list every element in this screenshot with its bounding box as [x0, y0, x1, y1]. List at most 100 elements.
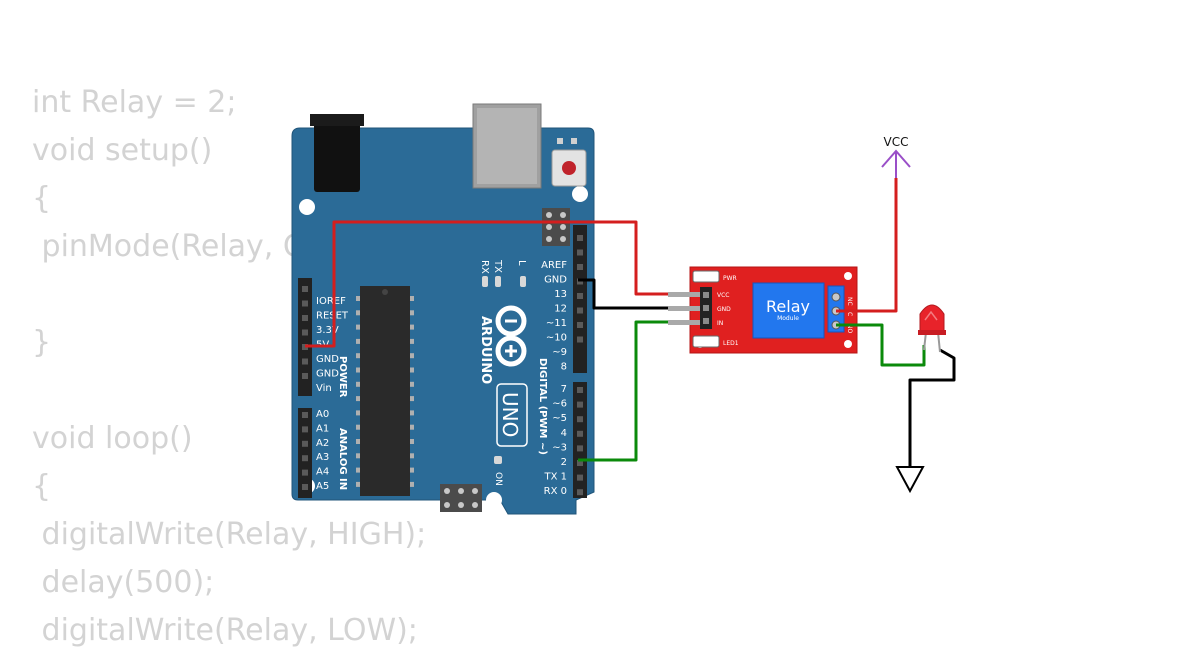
- power-header-title: POWER: [337, 356, 348, 398]
- header-pin[interactable]: [577, 235, 583, 241]
- header-pin[interactable]: [302, 373, 308, 379]
- pin-label: A0: [316, 409, 329, 420]
- header-pin[interactable]: [577, 307, 583, 314]
- pin-label: A2: [316, 438, 329, 449]
- header-pin[interactable]: [577, 264, 583, 270]
- dc-power-jack: [314, 114, 360, 192]
- header-pin[interactable]: [302, 315, 308, 321]
- rx-led: [482, 276, 488, 287]
- header-pin[interactable]: [577, 474, 583, 481]
- pin-label: GND: [544, 275, 567, 286]
- mounting-hole: [486, 492, 502, 508]
- l-led: [520, 276, 526, 287]
- header-pin[interactable]: [302, 286, 308, 292]
- pin-label: GND: [316, 369, 339, 380]
- dc-jack-rim: [310, 114, 364, 126]
- header-pin[interactable]: [577, 416, 583, 423]
- wire-d2-to-in[interactable]: [578, 320, 668, 462]
- pin-label: ~9: [552, 347, 567, 358]
- relay-title: Relay: [766, 297, 810, 316]
- wire-no-to-led[interactable]: [836, 323, 926, 367]
- header-pin[interactable]: [302, 300, 308, 307]
- wire-led-to-ground[interactable]: [908, 348, 956, 466]
- relay-module[interactable]: PWR LED1 VCC GND IN Relay Module NC C NO: [668, 266, 858, 354]
- header-pin[interactable]: [577, 430, 583, 437]
- header-pin[interactable]: [577, 401, 583, 408]
- rx-led-label: RX: [479, 260, 490, 274]
- atmega-chip: [360, 286, 410, 496]
- brand-label: ARDUINO: [478, 316, 493, 384]
- header-pin[interactable]: [577, 445, 583, 452]
- usb-connector-face: [477, 108, 537, 184]
- pwr-led: [692, 270, 720, 283]
- on-led-label: ON: [493, 472, 503, 486]
- in-pin[interactable]: [668, 320, 700, 325]
- in-pin-label: IN: [717, 320, 723, 327]
- pin-label: ~6: [552, 399, 567, 410]
- header-pin[interactable]: [302, 412, 308, 418]
- code-line: void loop(): [32, 421, 193, 456]
- mounting-hole: [572, 186, 588, 202]
- header-pin[interactable]: [577, 336, 583, 343]
- wire-5v-to-vcc[interactable]: [305, 220, 668, 348]
- vcc-pin-label: VCC: [717, 292, 729, 299]
- code-line: {: [32, 181, 52, 216]
- header-pin[interactable]: [577, 460, 583, 466]
- vcc-pin[interactable]: [668, 292, 700, 297]
- pin-label: ~11: [546, 318, 567, 329]
- header-pin[interactable]: [577, 387, 583, 393]
- c-label: C: [846, 312, 853, 316]
- pin-label: Vin: [316, 383, 332, 394]
- gnd-pin[interactable]: [668, 306, 700, 311]
- header-pin[interactable]: [302, 455, 308, 462]
- analog-header[interactable]: [298, 408, 312, 498]
- reset-button-cap[interactable]: [562, 161, 576, 175]
- relay-subtitle: Module: [777, 315, 799, 322]
- header-pin[interactable]: [302, 329, 308, 336]
- led1-label: LED1: [723, 340, 739, 347]
- pin-label: RESET: [316, 311, 349, 322]
- analog-header-pins: [302, 412, 308, 490]
- code-line: }: [32, 325, 52, 360]
- code-line: int Relay = 2;: [32, 85, 237, 120]
- digital-header-lower[interactable]: [573, 382, 587, 498]
- header-pin[interactable]: [577, 322, 583, 328]
- model-label: UNO: [498, 392, 522, 437]
- pin-label: TX 1: [544, 472, 568, 483]
- reset-pin: [571, 138, 577, 144]
- power-header[interactable]: [298, 278, 312, 396]
- pin-label: 8: [561, 362, 567, 373]
- pin-label: IOREF: [316, 296, 346, 307]
- pin-label: ~3: [552, 442, 567, 453]
- pin-label: RX 0: [544, 486, 567, 497]
- gnd-pin-label: GND: [717, 306, 731, 313]
- header-pin[interactable]: [302, 358, 308, 365]
- no-label: NO: [846, 324, 853, 333]
- status-led: [692, 335, 720, 348]
- header-pin[interactable]: [302, 484, 308, 490]
- pin-label: A5: [316, 481, 329, 492]
- header-pin[interactable]: [577, 249, 583, 256]
- pin-label: A3: [316, 452, 329, 463]
- header-pin[interactable]: [302, 426, 308, 433]
- header-pin[interactable]: [302, 440, 308, 447]
- pin-label: GND: [316, 354, 339, 365]
- wire-gnd-to-gnd[interactable]: [578, 278, 668, 310]
- tx-led: [495, 276, 501, 287]
- chip-pins: [356, 289, 414, 487]
- wire-common-to-vcc[interactable]: [836, 178, 898, 313]
- analog-header-title: ANALOG IN: [337, 428, 348, 490]
- vcc-symbol: VCC: [881, 135, 911, 178]
- red-led-icon[interactable]: [918, 304, 946, 353]
- pin-label: 4: [561, 428, 567, 439]
- relay-component: [752, 282, 825, 339]
- terminal-nc[interactable]: [831, 292, 841, 302]
- header-pin[interactable]: [302, 469, 308, 476]
- pin-label: A4: [316, 467, 329, 478]
- header-pin[interactable]: [577, 489, 583, 496]
- header-pin[interactable]: [577, 293, 583, 299]
